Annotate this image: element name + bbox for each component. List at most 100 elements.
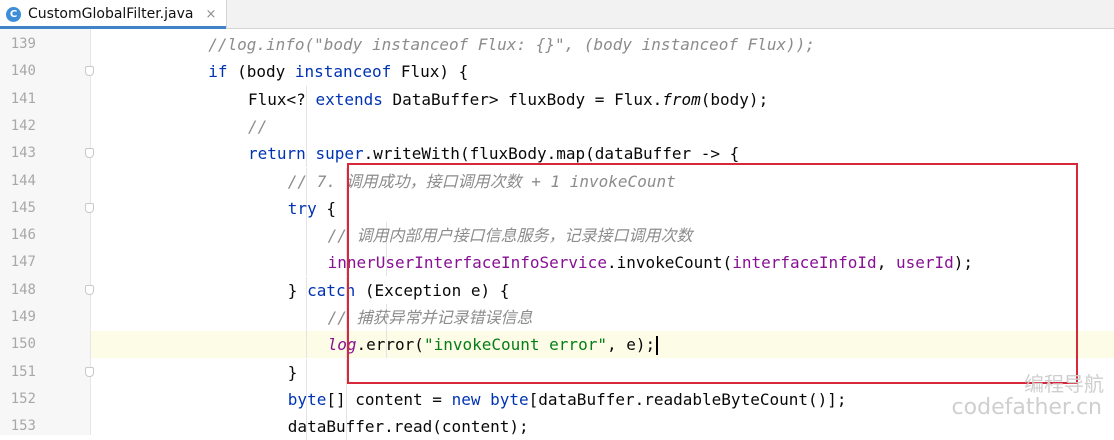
code-token: instanceof [294, 62, 392, 82]
code-token [480, 390, 490, 409]
indent-guide [385, 222, 387, 250]
code-token: super [315, 144, 364, 164]
code-text: } [288, 359, 298, 386]
indent-guide [345, 249, 347, 277]
fold-marker-icon[interactable] [85, 284, 94, 295]
indent-guide [306, 194, 307, 222]
code-token: userId [895, 253, 954, 273]
code-text: // [248, 113, 267, 140]
line-number: 148 [10, 281, 36, 298]
code-line[interactable]: 140 if (body instanceof Flux) { [0, 58, 1114, 85]
code-token: .error( [356, 335, 424, 355]
code-token: } [287, 280, 308, 300]
line-number: 143 [10, 145, 36, 162]
code-text: try { [288, 195, 336, 222]
line-number: 149 [10, 309, 36, 325]
code-text: byte[] content = new byte[dataBuffer.rea… [288, 386, 847, 413]
line-number: 150 [10, 336, 36, 353]
indent-guide [385, 304, 387, 331]
fold-marker-icon[interactable] [85, 202, 94, 213]
code-token: dataBuffer.read(content); [287, 417, 529, 437]
line-number: 147 [10, 254, 36, 271]
indent-guide [306, 358, 307, 386]
indent-guide [306, 413, 307, 440]
code-token: DataBuffer> fluxBody = Flux. [382, 89, 663, 109]
indent-guide [306, 167, 307, 195]
line-number: 140 [10, 63, 36, 80]
indent-guide [306, 249, 307, 277]
indent-guide [306, 112, 307, 140]
line-number: 139 [10, 36, 36, 52]
code-token: { [316, 198, 336, 218]
code-line[interactable]: 139 //log.info("body instanceof Flux: {}"… [0, 31, 1114, 58]
code-line[interactable]: 152 byte[] content = new byte[dataBuffer.… [0, 385, 1114, 413]
fold-marker-icon[interactable] [85, 366, 94, 377]
code-text: if (body instanceof Flux) { [208, 58, 468, 85]
watermark-url: codefather.cn [951, 395, 1102, 420]
code-text: // 捕获异常并记录错误信息 [328, 304, 533, 331]
watermark-title: 编程导航 [1024, 372, 1104, 396]
code-token: [dataBuffer.readableByteCount()]; [528, 389, 847, 409]
code-line[interactable]: 150 log.error("invokeCount error", e); [11, 331, 1114, 359]
fold-marker-icon[interactable] [85, 66, 94, 77]
code-token: interfaceInfoId [732, 253, 877, 273]
code-text: //log.info("body instanceof Flux: {}", (… [208, 31, 815, 58]
code-text: // 7. 调用成功，接口调用次数 + 1 invokeCount [288, 168, 676, 195]
line-number: 146 [10, 227, 36, 244]
code-token: extends [315, 89, 383, 109]
indent-guide [345, 194, 347, 222]
code-token: .invokeCount( [606, 253, 733, 273]
code-text: innerUserInterfaceInfoService.invokeCoun… [328, 249, 973, 276]
code-line[interactable]: 151} [0, 358, 1114, 386]
code-token: byte [490, 389, 529, 409]
code-token [306, 144, 316, 163]
line-number: 152 [10, 390, 36, 407]
code-line[interactable]: 145 try { [0, 194, 1114, 222]
code-line[interactable]: 148 } catch (Exception e) { [0, 276, 1114, 304]
code-token: try [287, 198, 317, 218]
line-number: 145 [10, 199, 36, 216]
code-token: } [287, 362, 298, 382]
code-line[interactable]: 146// 调用内部用户接口信息服务，记录接口调用次数 [0, 222, 1114, 250]
close-icon[interactable]: × [205, 6, 217, 22]
active-tab-indicator [0, 26, 226, 29]
code-token: catch [307, 280, 356, 300]
indent-guide [306, 385, 307, 413]
indent-guide [385, 331, 387, 359]
code-line[interactable]: 149 // 捕获异常并记录错误信息 [0, 304, 1114, 331]
indent-guide [345, 304, 347, 331]
line-number-gutter [0, 29, 91, 435]
code-line[interactable]: 144 // 7. 调用成功，接口调用次数 + 1 invokeCount [0, 167, 1114, 195]
tab-customglobalfilter[interactable]: C CustomGlobalFilter.java × [0, 0, 227, 29]
code-token: log [327, 335, 357, 355]
highlight-box [347, 163, 1078, 384]
indent-guide [345, 276, 347, 304]
line-number: 144 [10, 172, 36, 189]
editor-tab-bar: C CustomGlobalFilter.java × [0, 0, 1114, 29]
code-text: return super.writeWith(fluxBody.map(data… [248, 140, 739, 167]
indent-guide [345, 358, 347, 386]
code-text: log.error("invokeCount error", e); [328, 331, 659, 358]
line-number: 151 [10, 363, 36, 380]
code-token: (body [227, 62, 295, 82]
indent-guide [345, 385, 347, 413]
code-token: Flux<? [248, 89, 316, 109]
code-line[interactable]: 143 return super.writeWith(fluxBody.map(d… [0, 140, 1114, 168]
code-token: ); [953, 253, 974, 273]
code-token: (body); [700, 89, 769, 109]
code-token: , [876, 253, 896, 273]
indent-guide [306, 140, 307, 168]
indent-guide [345, 222, 347, 250]
tab-title: CustomGlobalFilter.java [28, 6, 194, 22]
text-caret [656, 336, 659, 356]
code-editor[interactable] [91, 29, 1114, 435]
fold-marker-icon[interactable] [85, 148, 94, 159]
java-class-icon: C [6, 6, 21, 22]
code-line[interactable]: 147 innerUserInterfaceInfoService.invokeC… [0, 249, 1114, 277]
code-line[interactable]: 142// [0, 112, 1114, 140]
code-text: } catch (Exception e) { [288, 277, 510, 304]
indent-guide [306, 331, 307, 359]
code-token: , e); [606, 335, 656, 355]
